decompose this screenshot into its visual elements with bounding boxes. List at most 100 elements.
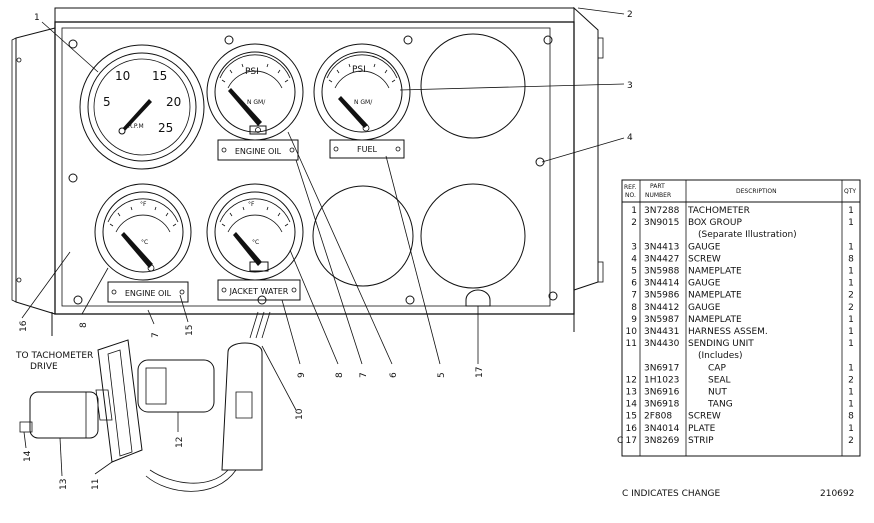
callout-16: 16 [19,320,29,332]
row-description: SCREW [688,412,721,422]
row-ref-no: 4 [631,254,637,264]
nameplate-jacket-water-text: JACKET WATER [229,287,289,296]
callout-7: 7 [359,372,369,378]
row-qty: 1 [848,327,854,337]
sending-unit-assembly [19,311,271,492]
water-temp-unit-top: °F [248,201,255,208]
row-qty: 1 [848,315,854,325]
screw-icon [535,157,545,167]
nameplate-engine-oil-lower: ENGINE OIL [107,281,189,303]
nameplate-engine-oil-lower-text: ENGINE OIL [125,289,172,298]
row-qty: 1 [848,242,854,252]
oil-press-unit-bottom: N GM/ [247,99,266,106]
row-ref-no: 8 [631,303,637,313]
cap-part [137,359,215,413]
callout-10: 10 [295,408,305,420]
row-ref-no: 14 [626,400,638,410]
screw-icon [68,39,78,49]
row-qty: 8 [848,254,854,264]
callout-12: 12 [175,437,185,448]
row-part-number: 3N4430 [644,339,680,349]
water-temp-unit-bottom: °C [252,239,259,246]
callout-8: 8 [335,372,345,378]
row-description: (Separate Illustration) [698,230,797,240]
oil-temperature-gauge: °F °C [94,183,192,281]
row-qty: 2 [848,375,854,385]
row-ref-no: 5 [631,267,637,277]
fuel-press-unit-top: PSI [352,65,366,75]
callout-2: 2 [627,10,633,20]
note-tachometer-drive-line1: TO TACHOMETER [15,351,93,361]
instrument-panel-inner-edge [61,27,551,307]
screw-icon [224,35,234,45]
empty-gauge-opening [420,183,526,289]
row-qty: 8 [848,412,854,422]
callout-7-lower: 7 [151,332,161,338]
box-left-side-panel [11,27,56,336]
fuel-press-needle [338,96,368,128]
water-temp-scale-ticks [221,206,289,227]
row-qty: 1 [848,267,854,277]
row-ref-no: 16 [626,424,638,434]
row-ref-no: 9 [631,315,637,325]
oil-press-needle [228,88,262,126]
row-qty: 1 [848,400,854,410]
note-tachometer-drive-line2: DRIVE [30,362,58,372]
nameplate-engine-oil-upper: ENGINE OIL [217,139,299,161]
fuel-press-scale-ticks [328,63,396,83]
row-qty: 1 [848,218,854,228]
oil-temp-unit-top: °F [140,201,147,208]
nameplate-engine-oil-upper-text: ENGINE OIL [235,147,282,156]
row-description: (Includes) [698,351,742,361]
box-top-strip [54,7,575,23]
nameplate-jacket-water: JACKET WATER [217,279,301,301]
callout-14: 14 [23,450,33,462]
row-part-number: 3N4427 [644,254,679,264]
col-ref-header-a: REF. [624,184,636,191]
row-part-number: 3N6917 [644,363,679,373]
screw-icon [73,295,83,305]
row-qty: 1 [848,206,854,216]
row-qty: 2 [848,291,854,301]
row-qty: 1 [848,279,854,289]
row-ref-no: 1 [631,206,637,216]
row-description: GAUGE [688,303,721,313]
row-qty: 2 [848,436,854,446]
tach-tick-25: 25 [158,121,173,135]
oil-temp-unit-bottom: °C [141,239,148,246]
callout-3: 3 [627,81,633,91]
row-part-number: 3N4414 [644,279,680,289]
row-description: BOX GROUP [688,218,742,228]
row-ref-no: 10 [626,327,638,337]
row-part-number: 3N4014 [644,424,680,434]
oil-temp-needle [121,232,153,268]
row-ref-no: 12 [626,375,637,385]
row-description: TANG [707,400,733,410]
row-qty: 2 [848,303,854,313]
row-part-number: 3N7288 [644,206,680,216]
row-description: NUT [708,388,727,398]
tach-unit-label: R.P.M [128,123,144,130]
callout-4: 4 [627,133,633,143]
oil-press-scale-ticks [221,63,289,83]
row-description: NAMEPLATE [688,267,742,277]
tachometer-gauge: 10 15 5 20 25 R.P.M [79,44,205,170]
row-ref-no: 7 [631,291,637,301]
row-qty: 1 [848,388,854,398]
tach-tick-15: 15 [152,69,167,83]
sending-unit-body [97,339,143,463]
tang-part [19,421,33,433]
col-part-header-b: NUMBER [645,192,671,199]
row-description: CAP [708,363,726,373]
oil-temp-scale-ticks [109,206,177,227]
screw-icon [543,35,553,45]
callout-13: 13 [59,479,69,490]
row-description: SENDING UNIT [688,339,754,349]
row-description: NAMEPLATE [688,315,742,325]
row-description: HARNESS ASSEM. [688,327,768,337]
row-part-number: 3N8269 [644,436,680,446]
row-ref-no: 6 [631,279,637,289]
